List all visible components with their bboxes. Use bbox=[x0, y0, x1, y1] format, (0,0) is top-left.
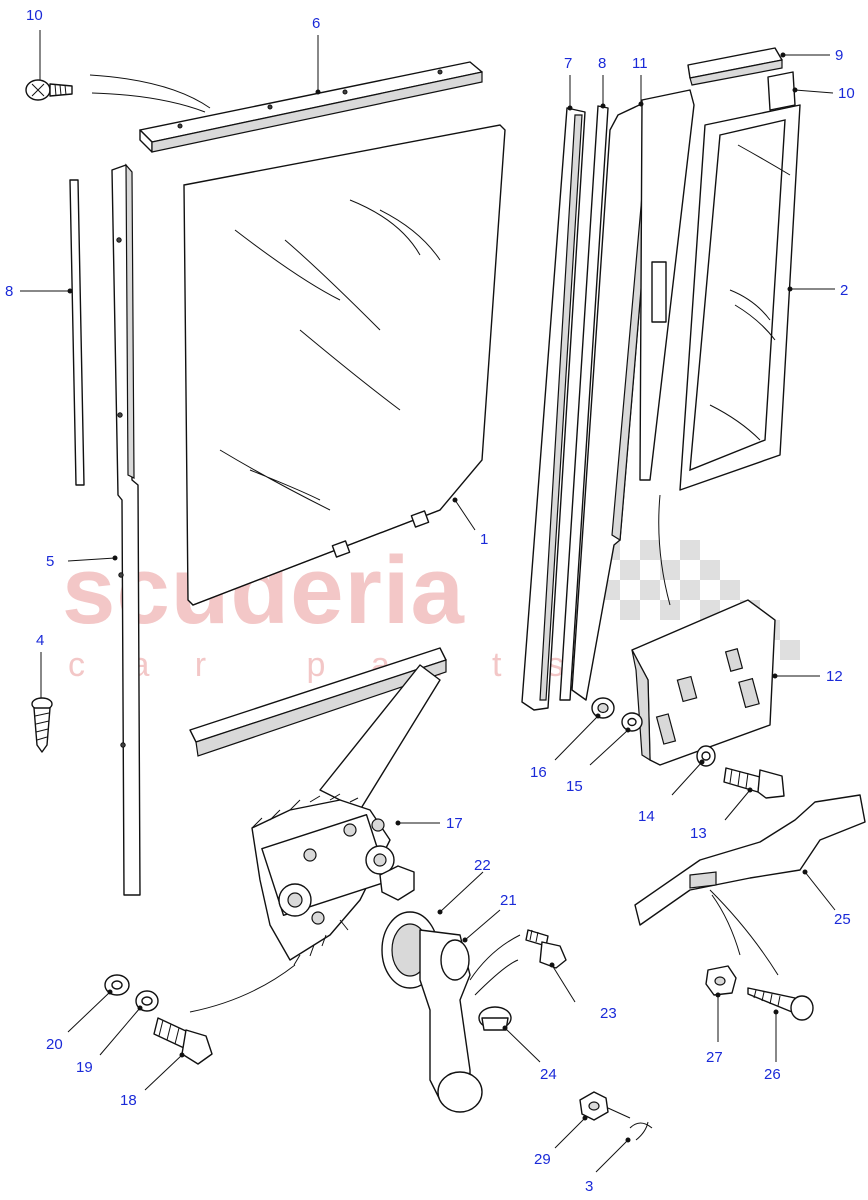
callout-18: 17 bbox=[446, 815, 463, 832]
part-27-screw bbox=[747, 987, 814, 1021]
callout-10: 10 bbox=[838, 85, 855, 102]
part-17-nut bbox=[591, 697, 615, 719]
part-1-glass bbox=[183, 124, 506, 606]
callout-2: 2 bbox=[840, 282, 849, 299]
callout-14: 13 bbox=[690, 825, 707, 842]
part-25-cap bbox=[478, 1006, 512, 1031]
callout-21: 20 bbox=[46, 1036, 63, 1053]
part-24-screw bbox=[525, 929, 567, 969]
part-26-handle bbox=[634, 794, 866, 926]
part-8-left-strip bbox=[69, 179, 85, 486]
callout-7: 7 bbox=[564, 55, 573, 72]
part-2-vent-frame bbox=[639, 89, 801, 491]
callout-25: 24 bbox=[540, 1066, 557, 1083]
callout-28: 27 bbox=[706, 1049, 723, 1066]
callout-26: 25 bbox=[834, 911, 851, 928]
part-4-screw bbox=[31, 697, 53, 753]
part-22-winder-handle bbox=[419, 929, 483, 1113]
part-6-top-channel bbox=[139, 61, 483, 153]
callout-17: 16 bbox=[530, 764, 547, 781]
callout-15: 14 bbox=[638, 808, 655, 825]
callout-11: 10 bbox=[26, 7, 43, 24]
callout-24: 23 bbox=[600, 1005, 617, 1022]
part-16-washer bbox=[621, 712, 643, 732]
callout-29: 29 bbox=[534, 1151, 551, 1168]
callout-9: 9 bbox=[835, 47, 844, 64]
callout-12: 11 bbox=[632, 55, 648, 72]
callout-5: 5 bbox=[46, 553, 55, 570]
callout-13: 12 bbox=[826, 668, 843, 685]
part-28-nut bbox=[705, 965, 737, 996]
leader-lines bbox=[20, 30, 836, 1173]
part-18-regulator bbox=[189, 647, 447, 966]
part-20-washer bbox=[135, 990, 159, 1012]
callout-4: 4 bbox=[36, 632, 45, 649]
callout-3: 3 bbox=[585, 1178, 594, 1195]
callout-19: 18 bbox=[120, 1092, 137, 1109]
callout-23: 22 bbox=[474, 857, 491, 874]
part-29-nut bbox=[579, 1091, 609, 1121]
callout-6: 6 bbox=[312, 15, 321, 32]
part-10-channel bbox=[767, 71, 796, 111]
part-11-screw bbox=[25, 79, 73, 101]
part-15-washer bbox=[696, 745, 716, 767]
callout-1: 1 bbox=[480, 531, 489, 548]
part-13-bracket bbox=[631, 599, 776, 766]
part-19-bolt bbox=[153, 1017, 213, 1065]
callout-27: 26 bbox=[764, 1066, 781, 1083]
callout-20: 19 bbox=[76, 1059, 93, 1076]
part-5-left-channel bbox=[111, 163, 141, 896]
callout-8-right: 8 bbox=[598, 55, 607, 72]
callout-16: 15 bbox=[566, 778, 583, 795]
part-3-clip bbox=[629, 1121, 653, 1141]
part-14-bolt bbox=[723, 767, 785, 799]
callout-8-left: 8 bbox=[5, 283, 14, 300]
callout-22: 21 bbox=[500, 892, 517, 909]
